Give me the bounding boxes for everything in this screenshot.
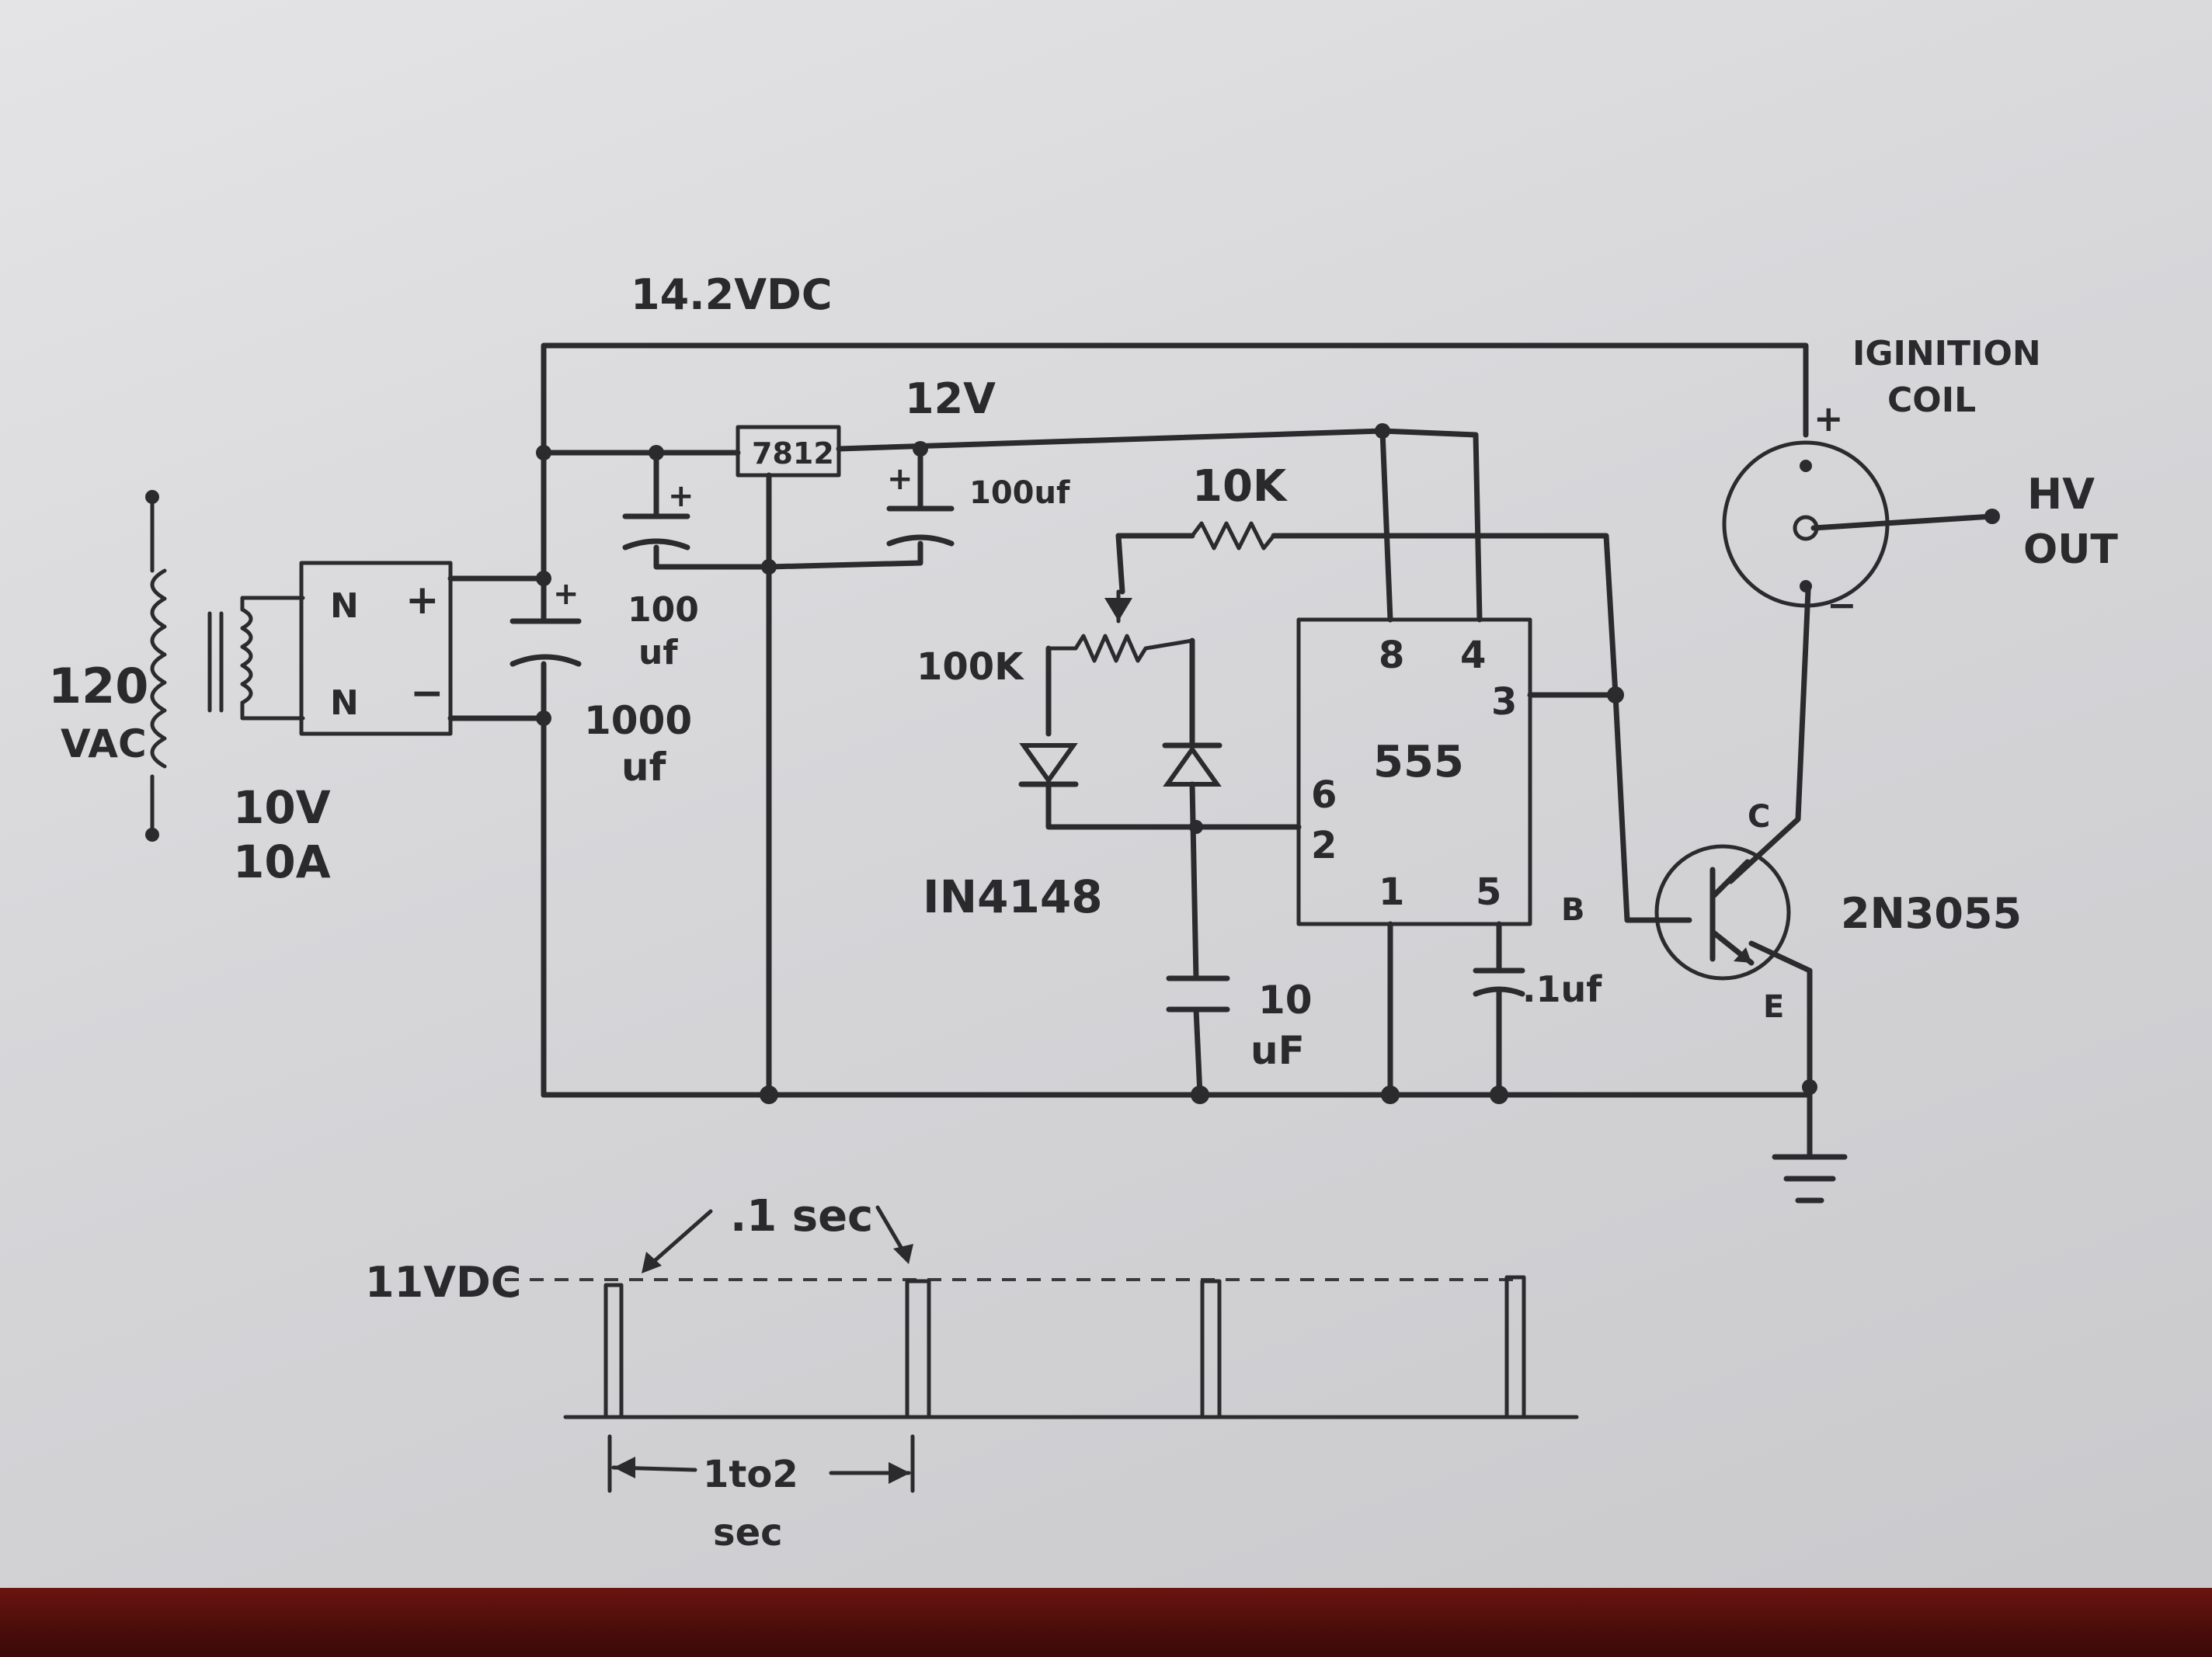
ic-pin-1: 1 — [1379, 870, 1404, 914]
wiring — [447, 342, 1995, 1160]
pin-e-label: E — [1763, 989, 1784, 1025]
res-10k-label: 10K — [1192, 461, 1289, 512]
capacitor-100uf-input: + 100 uf — [622, 478, 699, 672]
hv-out-terminal — [1984, 509, 2000, 524]
coil-plus: + — [1814, 398, 1844, 439]
junctions — [536, 423, 2000, 1104]
coil-minus: − — [1827, 584, 1857, 626]
ignition-coil: + − IGINITION COIL HV OUT — [1722, 334, 2118, 626]
regulator-label: 7812 — [752, 436, 834, 471]
rectifier-minus: − — [410, 670, 444, 717]
diode-right: IN4148 — [923, 742, 1223, 923]
rectifier-n-top: N — [330, 586, 359, 626]
ic-pin-5: 5 — [1476, 870, 1501, 914]
capacitor-100uf-output: + 100uf — [886, 461, 1070, 547]
cap-01uf-label: .1uf — [1522, 968, 1602, 1010]
cap-100uf-in-label-2: uf — [638, 633, 678, 672]
ic-pin-2: 2 — [1311, 824, 1337, 867]
capacitor-01uf: .1uf — [1473, 967, 1602, 1010]
cap-100uf-in-label-1: 100 — [628, 590, 699, 630]
cap-100uf-in-plus: + — [668, 478, 694, 514]
pulse-width-label: .1 sec — [730, 1191, 873, 1242]
pin-b-label: B — [1561, 892, 1585, 928]
cap-10uf-label-2: uF — [1250, 1028, 1305, 1073]
vac-label-2: VAC — [61, 721, 147, 766]
resistor-10k: 10K — [1190, 461, 1289, 551]
table-surface — [0, 1588, 2212, 1657]
capacitor-1000uf: + 1000 uf — [510, 576, 692, 790]
cap-100uf-out-label: 100uf — [969, 475, 1070, 511]
hv-label-1: HV — [2027, 470, 2095, 519]
rectifier-n-bottom: N — [330, 683, 359, 723]
pulse-3 — [1200, 1279, 1222, 1419]
cap-10uf-label-1: 10 — [1258, 978, 1313, 1023]
ic-pin-8: 8 — [1379, 634, 1404, 677]
pulse-2 — [905, 1279, 931, 1419]
waveform-level-label: 11VDC — [365, 1258, 521, 1307]
rail-12v-label: 12V — [905, 374, 996, 423]
main-rail-label: 14.2VDC — [631, 270, 832, 319]
transistor-2n3055: B C E 2N3055 — [1561, 799, 2022, 1025]
output-waveform: 11VDC .1 sec 1to2 sec — [365, 1191, 1579, 1555]
capacitor-10uf: 10 uF — [1166, 975, 1313, 1073]
primary-winding — [150, 568, 167, 769]
ic-pin-6: 6 — [1311, 773, 1337, 817]
xfmr-rating-1: 10V — [233, 781, 331, 834]
pulse-4 — [1504, 1275, 1526, 1419]
period-label-2: sec — [713, 1511, 783, 1555]
ic-555-label: 555 — [1373, 737, 1464, 787]
bridge-rectifier: N N + − — [299, 561, 453, 736]
ic-pin-4: 4 — [1460, 634, 1486, 677]
vac-label-1: 120 — [48, 658, 148, 714]
pot-100k-label: 100K — [916, 645, 1024, 689]
rectifier-plus: + — [405, 577, 440, 624]
potentiometer-100k: 100K — [916, 589, 1195, 689]
coil-label-2: COIL — [1887, 380, 1976, 420]
secondary-winding — [240, 607, 253, 705]
ic-555: 555 8 4 3 6 2 1 5 — [1296, 617, 1532, 926]
ground-symbol — [1772, 1154, 1848, 1204]
cap-1000uf-plus: + — [553, 576, 579, 612]
xfmr-rating-2: 10A — [233, 835, 331, 888]
diode-part-label: IN4148 — [923, 870, 1103, 923]
pulse-1 — [603, 1283, 624, 1419]
ic-pin-3: 3 — [1491, 680, 1517, 724]
coil-center-terminal — [1793, 515, 1819, 541]
ac-input: 120 VAC — [48, 490, 167, 842]
regulator-7812: 7812 14.2VDC 12V — [631, 270, 996, 478]
transformer: 10V 10A — [207, 596, 331, 888]
cap-1000uf-label-1: 1000 — [584, 698, 692, 743]
cap-1000uf-label-2: uf — [621, 745, 667, 790]
pin-c-label: C — [1748, 799, 1770, 835]
cap-100uf-out-plus: + — [887, 461, 913, 497]
diode-left — [1018, 743, 1079, 787]
transistor-label: 2N3055 — [1841, 889, 2022, 938]
coil-label-1: IGINITION — [1852, 334, 2041, 373]
period-label-1: 1to2 — [703, 1453, 798, 1496]
hv-label-2: OUT — [2023, 526, 2118, 573]
